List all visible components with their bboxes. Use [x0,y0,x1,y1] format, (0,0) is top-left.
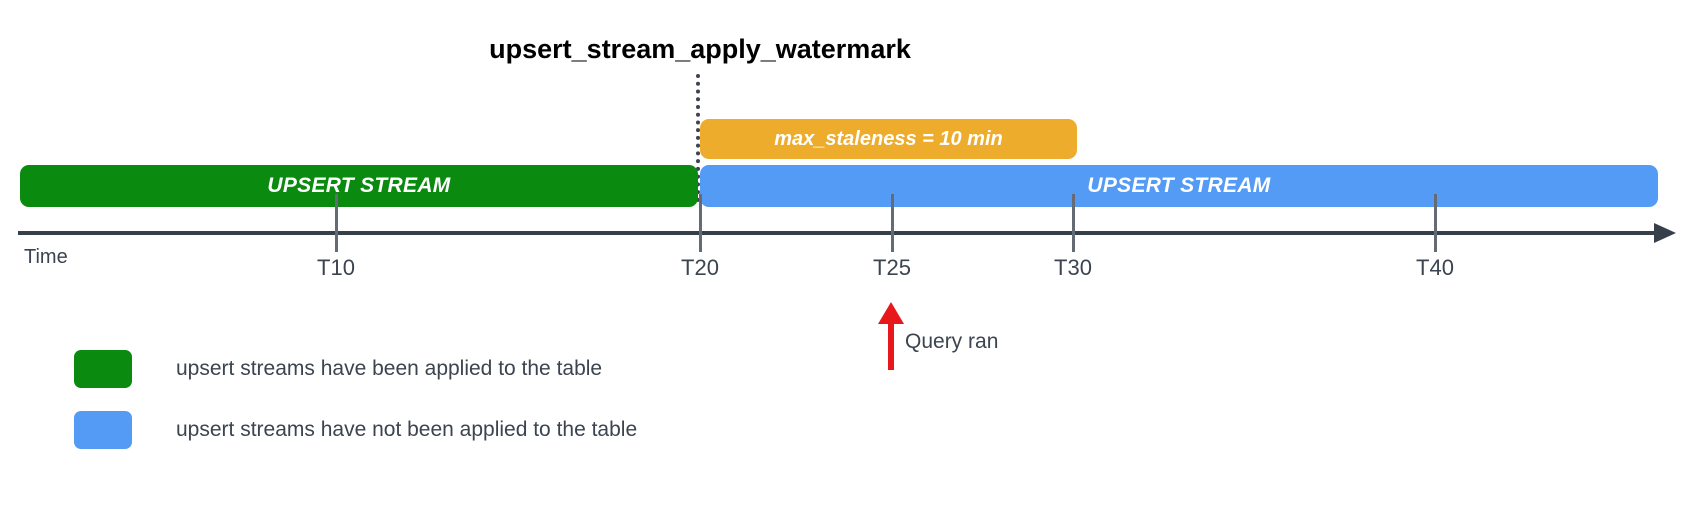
query-ran-label: Query ran [905,330,999,353]
time-axis-label: Time [24,246,68,268]
upsert-stream-not-applied-label: UPSERT STREAM [1087,174,1271,197]
upsert-stream-not-applied-bar: UPSERT STREAM [700,165,1658,207]
legend-swatch-green-icon [74,350,132,388]
time-tick-t10 [335,194,338,252]
max-staleness-label: max_staleness = 10 min [774,127,1003,150]
time-tick-label-t20: T20 [681,255,719,280]
upsert-stream-applied-label: UPSERT STREAM [267,174,451,197]
max-staleness-bar: max_staleness = 10 min [700,119,1077,159]
time-tick-label-t40: T40 [1416,255,1454,280]
diagram-title: upsert_stream_apply_watermark [489,34,911,64]
time-axis-arrow-icon [1654,223,1676,243]
legend-item-not-applied: upsert streams have not been applied to … [74,411,637,449]
time-tick-t20 [699,194,702,252]
legend-item-applied: upsert streams have been applied to the … [74,350,602,388]
legend-label-applied: upsert streams have been applied to the … [176,357,603,380]
time-tick-label-t25: T25 [873,255,911,280]
time-tick-t40 [1434,194,1437,252]
query-ran-arrow-head-icon [878,302,904,324]
legend-label-not-applied: upsert streams have not been applied to … [176,418,638,441]
query-ran-arrow-shaft-icon [888,320,894,370]
legend-swatch-blue-icon [74,411,132,449]
time-axis-line [18,231,1658,235]
watermark-dotted-line [696,74,700,202]
time-tick-label-t10: T10 [317,255,355,280]
upsert-stream-applied-bar: UPSERT STREAM [20,165,698,207]
time-tick-label-t30: T30 [1054,255,1092,280]
time-tick-t30 [1072,194,1075,252]
time-tick-t25 [891,194,894,252]
